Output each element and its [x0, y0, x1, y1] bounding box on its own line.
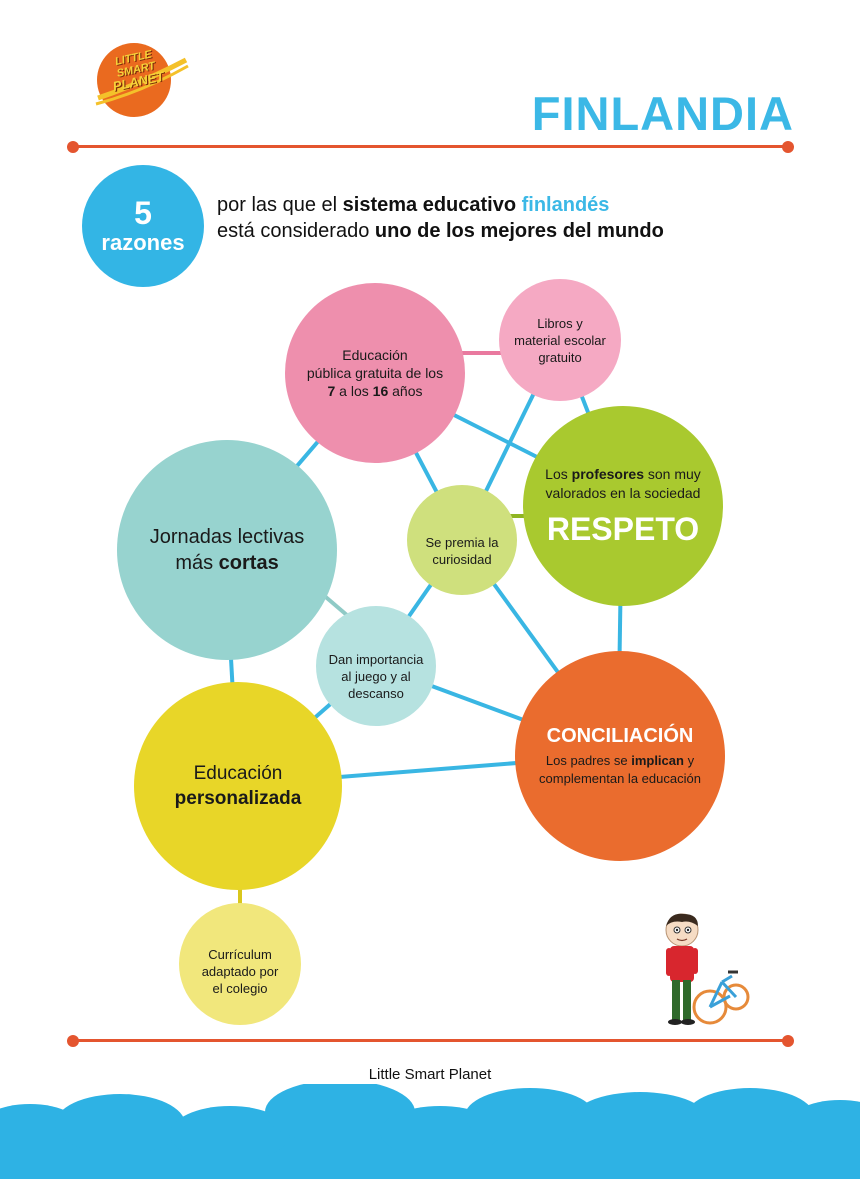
- node-text: el colegio: [212, 980, 268, 996]
- node-emphasis: profesores: [571, 465, 644, 482]
- node-title: RESPETO: [546, 510, 700, 547]
- node-text: Los profesores son muy: [545, 465, 701, 484]
- footer-brand: Little Smart Planet: [368, 1066, 492, 1083]
- node-text: son muy: [644, 465, 701, 482]
- node-text: gratuito: [538, 349, 582, 365]
- headline: por las que el sistema educativo finland…: [217, 192, 664, 244]
- node-public-education: Educación pública gratuita de los 7 a lo…: [285, 283, 465, 463]
- boy-with-bike-illustration: [665, 913, 750, 1025]
- node-emphasis: 16: [372, 383, 389, 399]
- node-title: CONCILIACIÓN: [546, 724, 694, 747]
- cloud-border: [0, 1084, 860, 1179]
- node-text: más: [175, 552, 219, 574]
- headline-line-2: está considerado uno de los mejores del …: [217, 218, 664, 244]
- node-text: Los: [545, 465, 572, 482]
- badge-word: razones: [101, 230, 185, 255]
- headline-line-1: por las que el sistema educativo finland…: [217, 192, 664, 218]
- top-rule: [73, 145, 789, 148]
- bottom-rule-right-dot: [782, 1035, 794, 1047]
- node-emphasis: 7: [327, 383, 336, 399]
- node-free-books: Libros y material escolar gratuito: [499, 279, 621, 401]
- headline-text: por las que el: [217, 194, 343, 216]
- headline-text: está considerado: [217, 220, 375, 242]
- node-emphasis: cortas: [218, 552, 279, 574]
- node-emphasis: personalizada: [174, 788, 302, 809]
- node-text: y: [683, 752, 695, 768]
- node-text: material escolar: [514, 332, 606, 348]
- node-text: Los padres se: [545, 752, 632, 768]
- node-text: complementan la educación: [539, 770, 701, 786]
- node-text: pública gratuita de los: [306, 365, 444, 381]
- node-curriculum: Currículum adaptado por el colegio: [179, 903, 301, 1025]
- headline-emphasis: sistema educativo: [342, 194, 522, 216]
- node-emphasis: implican: [631, 752, 684, 768]
- node-text: más cortas: [175, 550, 278, 576]
- node-text: Educación: [193, 763, 283, 784]
- node-text: Currículum: [208, 946, 272, 962]
- reasons-badge: 5 razones: [82, 165, 204, 287]
- headline-emphasis: uno de los mejores del mundo: [374, 220, 664, 242]
- bottom-rule: [73, 1039, 789, 1042]
- node-personalized: Educación personalizada: [134, 682, 342, 890]
- node-text: años: [388, 383, 423, 399]
- node-text: 7 a los 16 años: [328, 382, 423, 400]
- badge-number: 5: [134, 195, 152, 231]
- node-text: Los padres se implican y: [546, 752, 694, 770]
- node-text: curiosidad: [432, 552, 492, 567]
- node-text: Libros y: [537, 315, 583, 331]
- node-text: adaptado por: [201, 963, 279, 979]
- node-text: descanso: [348, 685, 404, 701]
- node-conciliation: CONCILIACIÓN Los padres se implican y co…: [515, 651, 725, 861]
- node-shorter-days: Jornadas lectivas más cortas: [117, 440, 337, 660]
- node-text: a los: [335, 383, 373, 399]
- page-title: FINLANDIA: [531, 87, 794, 140]
- node-text: Educación: [342, 347, 408, 363]
- node-respect: Los profesores son muy valorados en la s…: [523, 406, 723, 606]
- top-rule-right-dot: [782, 141, 794, 153]
- logo-emblem: [95, 43, 189, 117]
- node-text: Jornadas lectivas: [149, 526, 305, 548]
- node-text: valorados en la sociedad: [545, 484, 701, 501]
- node-play-rest: Dan importancia al juego y al descanso: [316, 606, 436, 726]
- node-text: al juego y al: [341, 668, 411, 684]
- node-curiosity: Se premia la curiosidad: [407, 485, 517, 595]
- logo: LITTLE SMART PLANET: [90, 40, 190, 120]
- node-text: Se premia la: [425, 535, 499, 550]
- headline-finlandes: finlandés: [521, 194, 610, 216]
- node-text: Dan importancia: [328, 651, 424, 667]
